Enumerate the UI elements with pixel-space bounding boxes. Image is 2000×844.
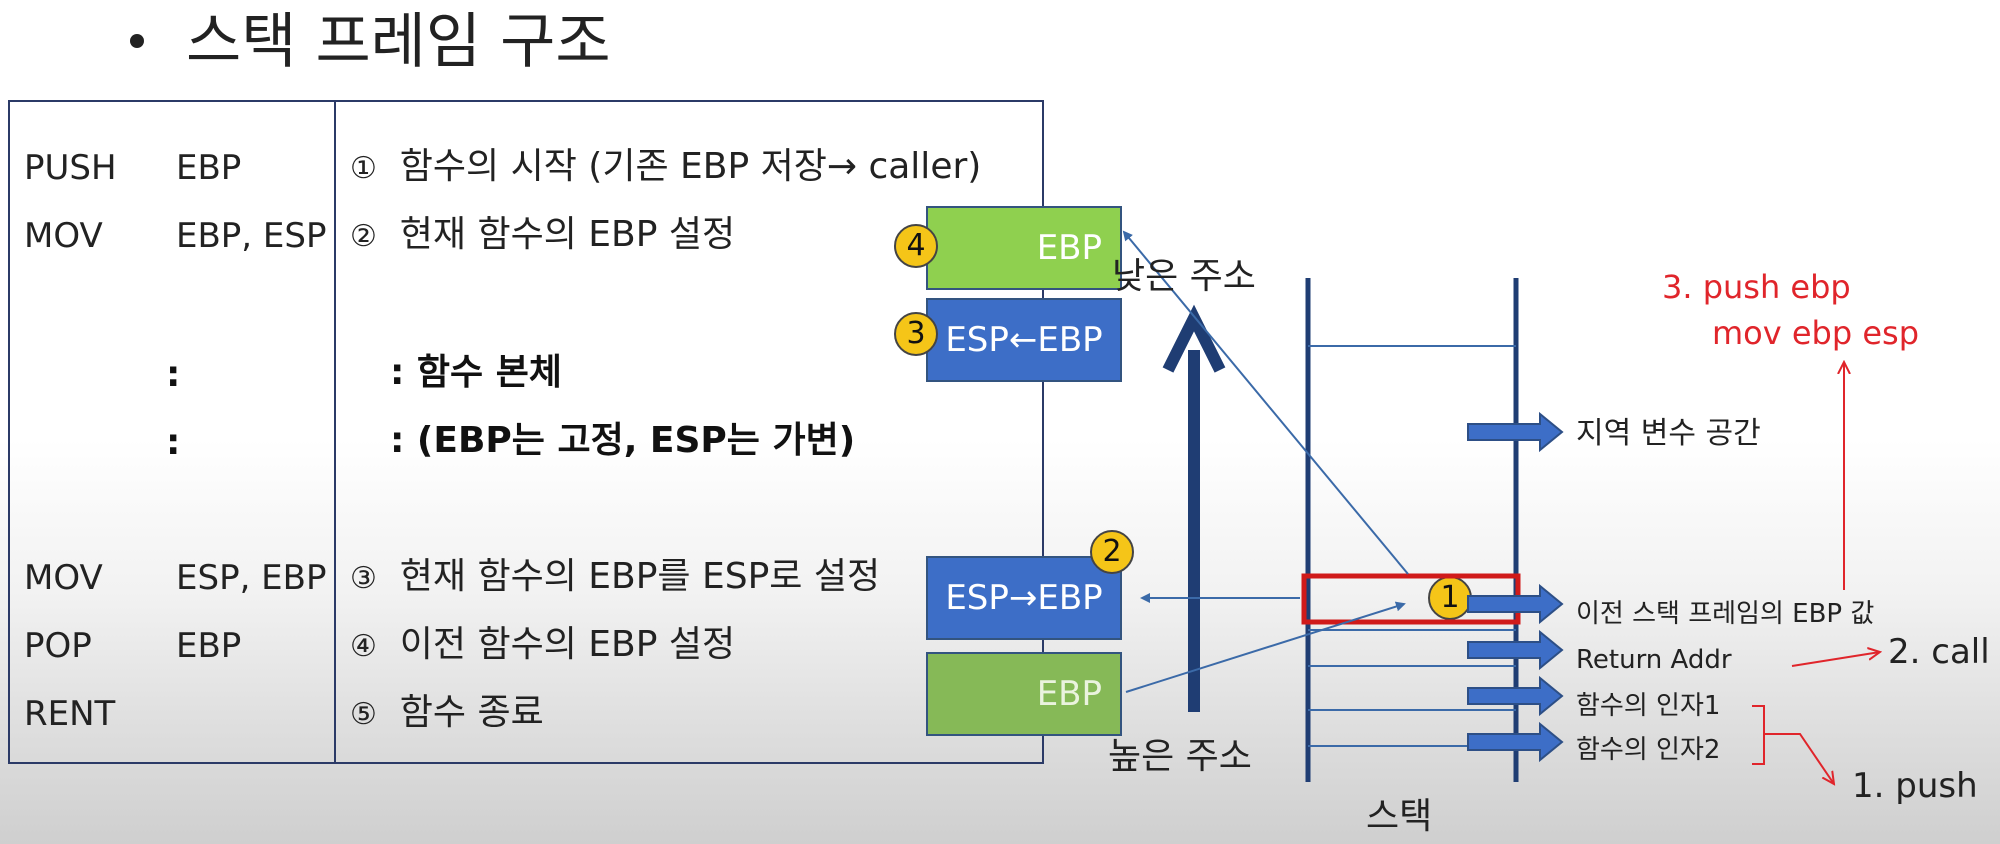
desc-text: 함수의 시작 (기존 EBP 저장→ caller) bbox=[399, 146, 982, 187]
operand-mov-2: ESP, EBP bbox=[176, 558, 327, 598]
mnemonic-pop: POP bbox=[24, 626, 92, 666]
bullet-icon bbox=[130, 34, 144, 49]
mnemonic-mov-2: MOV bbox=[24, 558, 103, 598]
box-ebp-step1: EBP bbox=[926, 652, 1122, 736]
body-text-2: : (EBP는 고정, ESP는 가변) bbox=[390, 420, 856, 461]
desc-row-3: ③ 현재 함수의 EBP를 ESP로 설정 bbox=[350, 556, 880, 600]
step-number: ④ bbox=[350, 629, 377, 664]
low-address-label: 낮은 주소 bbox=[1112, 256, 1256, 297]
code-table bbox=[8, 100, 1044, 764]
mnemonic-push-1: PUSH bbox=[24, 148, 117, 188]
stack-label-arg2: 함수의 인자2 bbox=[1576, 735, 1721, 765]
desc-row-2: ② 현재 함수의 EBP 설정 bbox=[350, 214, 735, 258]
annotation-call: 2. call bbox=[1888, 632, 1990, 672]
mnemonic-mov-1: MOV bbox=[24, 216, 103, 256]
stack-label-arg1: 함수의 인자1 bbox=[1576, 691, 1721, 721]
desc-text: 현재 함수의 EBP를 ESP로 설정 bbox=[399, 556, 881, 597]
box-esp-to-ebp-step2: ESP→EBP bbox=[926, 556, 1122, 640]
step-number: ② bbox=[350, 219, 377, 254]
operand-mov-1: EBP, ESP bbox=[176, 216, 327, 256]
body-colon-2: : bbox=[166, 422, 181, 463]
annotation-push: 1. push bbox=[1852, 766, 1978, 806]
desc-text: 현재 함수의 EBP 설정 bbox=[399, 214, 736, 255]
desc-row-5: ⑤ 함수 종료 bbox=[350, 692, 544, 736]
stack-label-locals: 지역 변수 공간 bbox=[1576, 416, 1761, 451]
mnemonic-rent: RENT bbox=[24, 694, 116, 734]
annotation-push-ebp: 3. push ebp bbox=[1662, 268, 1851, 306]
annotation-arrows bbox=[1752, 362, 1880, 784]
badge-3: 3 bbox=[894, 312, 938, 356]
operand-pop: EBP bbox=[176, 626, 242, 666]
body-text-1: : 함수 본체 bbox=[390, 352, 562, 393]
stack-dividers bbox=[1308, 345, 1516, 747]
stack-label-return-addr: Return Addr bbox=[1576, 645, 1732, 675]
stack-pointer-arrows bbox=[1467, 411, 1564, 763]
annotation-mov-ebp-esp: mov ebp esp bbox=[1712, 314, 1920, 352]
page-title-text: 스택 프레임 구조 bbox=[186, 7, 611, 77]
badge-2: 2 bbox=[1090, 530, 1134, 574]
stack-caption: 스택 bbox=[1366, 796, 1433, 837]
high-address-label: 높은 주소 bbox=[1108, 736, 1252, 777]
badge-4: 4 bbox=[894, 224, 938, 268]
desc-text: 이전 함수의 EBP 설정 bbox=[399, 624, 736, 665]
code-table-divider bbox=[334, 100, 336, 764]
desc-row-4: ④ 이전 함수의 EBP 설정 bbox=[350, 624, 735, 668]
body-colon-1: : bbox=[166, 354, 181, 395]
address-direction-arrow bbox=[1162, 304, 1226, 712]
desc-text: 함수 종료 bbox=[399, 692, 544, 733]
page-title: 스택 프레임 구조 bbox=[130, 6, 611, 78]
flow-arrows bbox=[1122, 230, 1409, 693]
step-number: ① bbox=[350, 151, 377, 186]
stack-label-saved-ebp: 이전 스택 프레임의 EBP 값 bbox=[1576, 599, 1875, 629]
step-number: ③ bbox=[350, 561, 377, 596]
step-number: ⑤ bbox=[350, 697, 377, 732]
desc-row-1: ① 함수의 시작 (기존 EBP 저장→ caller) bbox=[350, 146, 981, 190]
operand-push-1: EBP bbox=[176, 148, 242, 188]
